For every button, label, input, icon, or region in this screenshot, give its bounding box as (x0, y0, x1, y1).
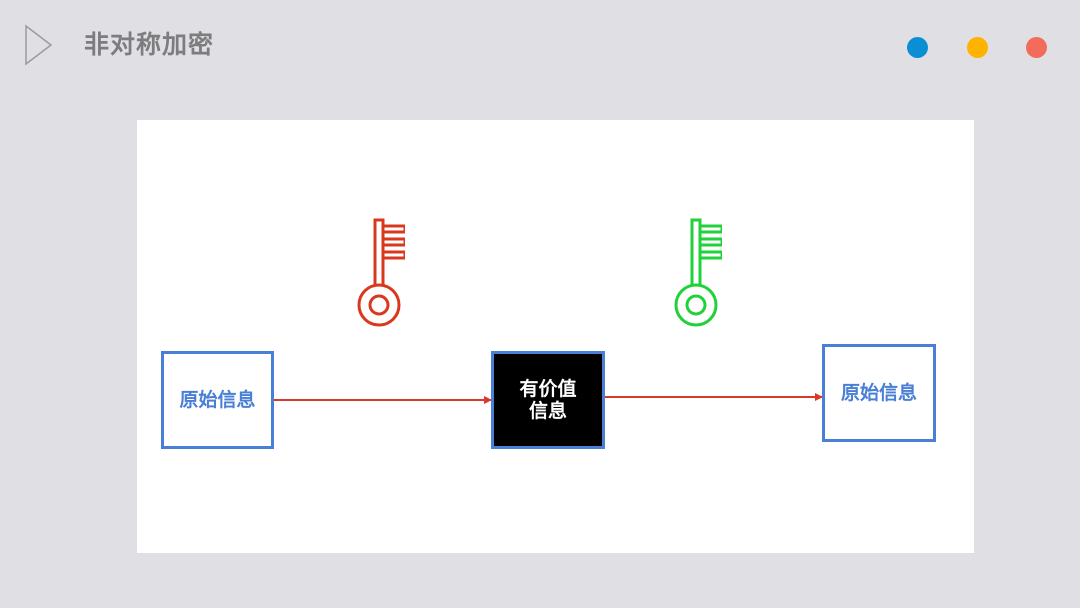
dot-yellow (967, 37, 988, 58)
source-info-label: 原始信息 (179, 389, 256, 411)
encrypted-info-label: 有价值 信息 (519, 378, 577, 422)
dot-blue (907, 37, 928, 58)
encrypt-key-icon (357, 218, 405, 327)
target-info-box: 原始信息 (822, 344, 936, 442)
source-info-box: 原始信息 (161, 351, 274, 449)
dot-red (1026, 37, 1047, 58)
play-icon (25, 24, 53, 66)
slide-title: 非对称加密 (84, 30, 215, 59)
target-info-label: 原始信息 (840, 382, 917, 404)
encrypted-info-box: 有价值 信息 (491, 351, 605, 449)
decrypt-key-icon (674, 218, 722, 327)
diagram-canvas: 原始信息 有价值 信息 原始信息 (137, 120, 974, 553)
arrows (274, 393, 823, 404)
